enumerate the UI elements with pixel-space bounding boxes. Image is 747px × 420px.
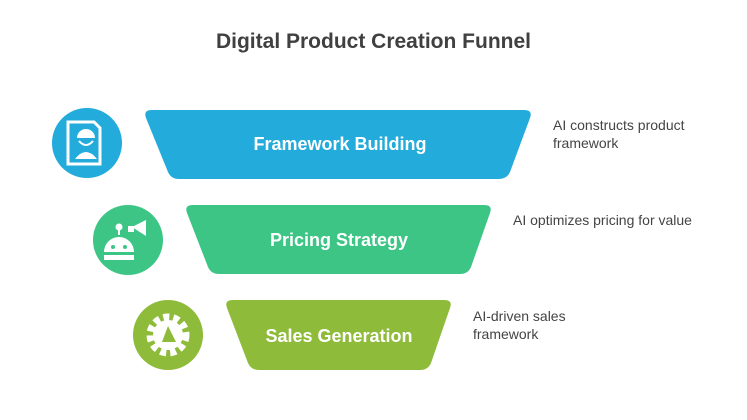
funnel-stage-1-shape: [145, 110, 531, 179]
funnel-stage-3-description: AI-driven sales framework: [473, 308, 566, 342]
funnel-stage-1-description: AI constructs product framework: [553, 117, 685, 151]
funnel-stage-2-description: AI optimizes pricing for value: [513, 212, 692, 228]
funnel-stage-3-shape: [226, 300, 451, 370]
construction-worker-document-icon: [52, 108, 122, 178]
funnel-stage-1-label: Framework Building: [253, 134, 427, 154]
gear-megaphone-icon: [133, 300, 203, 370]
funnel-stage-2-label: Pricing Strategy: [269, 230, 409, 250]
funnel-stage-2-shape: [186, 205, 491, 274]
diagram-title: Digital Product Creation Funnel: [215, 30, 531, 53]
robot-megaphone-icon: [93, 205, 163, 275]
funnel-stage-3-label: Sales Generation: [265, 326, 413, 346]
